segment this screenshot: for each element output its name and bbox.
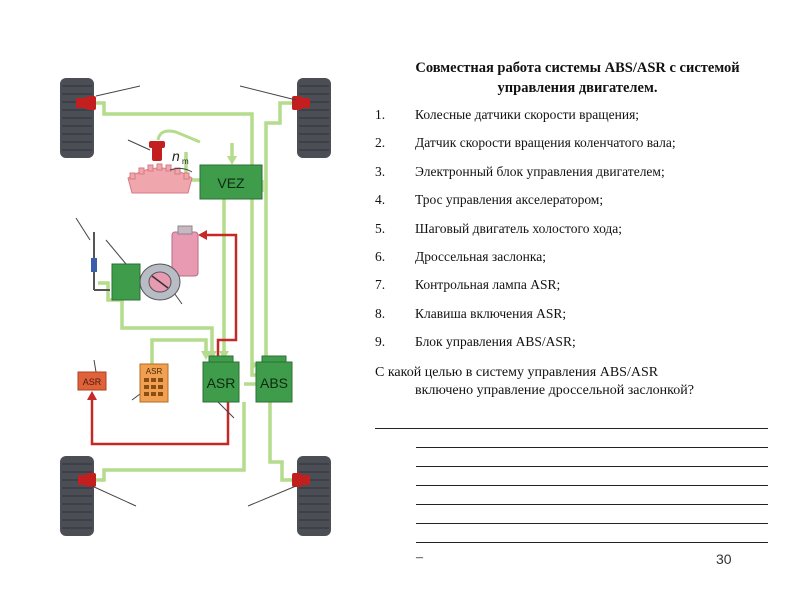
wheel-front-left [60,78,94,158]
answer-line [416,485,768,486]
crankshaft-gear [127,163,193,194]
throttle-valve [151,275,169,289]
legend-item-number: 5. [375,220,386,236]
throttle-actuator [111,263,141,301]
wheel-rear-right [297,456,331,536]
abs-unit-label: ABS [260,375,288,391]
answer-line [416,523,768,524]
legend-item-label: Датчик скорости вращения коленчатого вал… [415,135,676,151]
legend-item-number: 4. [375,192,386,208]
legend-item-label: Электронный блок управления двигателем; [415,163,665,179]
asr-control-unit [202,355,240,403]
title-line-1: Совместная работа системы ABS/ASR с сист… [415,60,740,76]
line-rearright-to-abs [268,402,296,482]
red-line-asr-to-lamp [90,396,230,446]
legend-item: 1. Колесные датчики скорости вращения; [375,106,780,134]
legend-item: 3. Электронный блок управления двигателем… [375,163,780,191]
legend-item-number: 9. [375,334,386,350]
legend-item: 9. Блок управления ABS/ASR; [375,333,780,361]
arrow-red-to-stepper [198,230,207,240]
legend-item: 4. Трос управления акселератором; [375,191,780,219]
line-switch-to-asr [150,338,208,364]
abs-control-unit [255,355,293,403]
answer-line [375,428,768,429]
wheel-sensor-front-right [292,96,310,110]
legend-item: 7. Контрольная лампа ASR; [375,276,780,304]
line-frontleft-to-abs [88,101,256,377]
legend-item-label: Клавиша включения ASR; [415,305,567,321]
text-panel: Совместная работа системы ABS/ASR с сист… [375,58,780,400]
legend-item: 2. Датчик скорости вращения коленчатого в… [375,134,780,162]
answer-line [416,542,768,543]
question-text: С какой целью в систему управления ABS/A… [375,364,780,400]
asr-lamp-label: ASR [83,377,102,387]
legend-item: 6. Дроссельная заслонка; [375,248,780,276]
legend-list: 1. Колесные датчики скорости вращения; 2.… [375,106,780,362]
answer-line [416,466,768,467]
legend-item-number: 1. [375,107,386,122]
answer-line [416,447,768,448]
accelerator-cable [91,232,110,291]
vez-unit [199,164,263,200]
asr-switch-label: ASR [146,367,163,376]
rotation-arrow [169,167,193,173]
red-control-lines [90,233,238,446]
legend-item-label: Шаговый двигатель холостого хода; [415,220,623,236]
line-rearleft-to-abs [92,402,246,482]
red-line-asr-to-stepper [204,233,238,356]
wheel-sensor-front-left [76,96,96,110]
answer-line [416,504,768,505]
wheel-front-right [297,78,331,158]
page-number: 30 [716,551,732,567]
legend-item-label: Дроссельная заслонка; [415,248,547,264]
line-frontright-to-abs [264,101,296,362]
legend-item-number: 2. [375,135,386,151]
legend-item-number: 6. [375,248,386,264]
answer-dash: – [416,550,423,565]
arrow-red-to-lamp [87,391,97,400]
asr-warning-lamp [77,371,107,391]
wheel-rear-left [60,456,94,536]
legend-item-number: 3. [375,163,386,179]
asr-switch-keys [144,378,163,396]
title-line-2: управления двигателем. [497,80,658,96]
wheel-sensor-rear-right [292,473,310,487]
legend-item: 5. Шаговый двигатель холостого хода; [375,220,780,248]
legend-item-number: 8. [375,305,386,321]
vez-label: VEZ [217,175,245,191]
wheel-sensor-rear-left [78,473,96,487]
legend-item-label: Колесные датчики скорости вращения; [415,107,640,122]
page-title: Совместная работа системы ABS/ASR с сист… [375,58,780,98]
sensor-symbol-m: m [182,157,189,166]
callout-lines [75,85,297,507]
question-line-1: С какой целью в систему управления ABS/A… [375,364,659,380]
legend-item-label: Блок управления ABS/ASR; [415,334,576,350]
sensor-cable [156,129,201,144]
sensor-symbol-n: n [172,148,180,164]
abs-asr-diagram: n m VEZ ASR ASR ASR ABS [60,78,331,536]
legend-item-label: Контрольная лампа ASR; [415,277,561,293]
crankshaft-sensor [149,141,165,161]
stepper-connector [177,225,193,235]
legend-item: 8. Клавиша включения ASR; [375,305,780,333]
question-line-2: включено управление дроссельной заслонко… [415,382,694,398]
idle-stepper-motor [171,231,199,277]
legend-item-number: 7. [375,277,386,293]
legend-item-label: Трос управления акселератором; [415,192,604,208]
asr-unit-label: ASR [207,375,236,391]
